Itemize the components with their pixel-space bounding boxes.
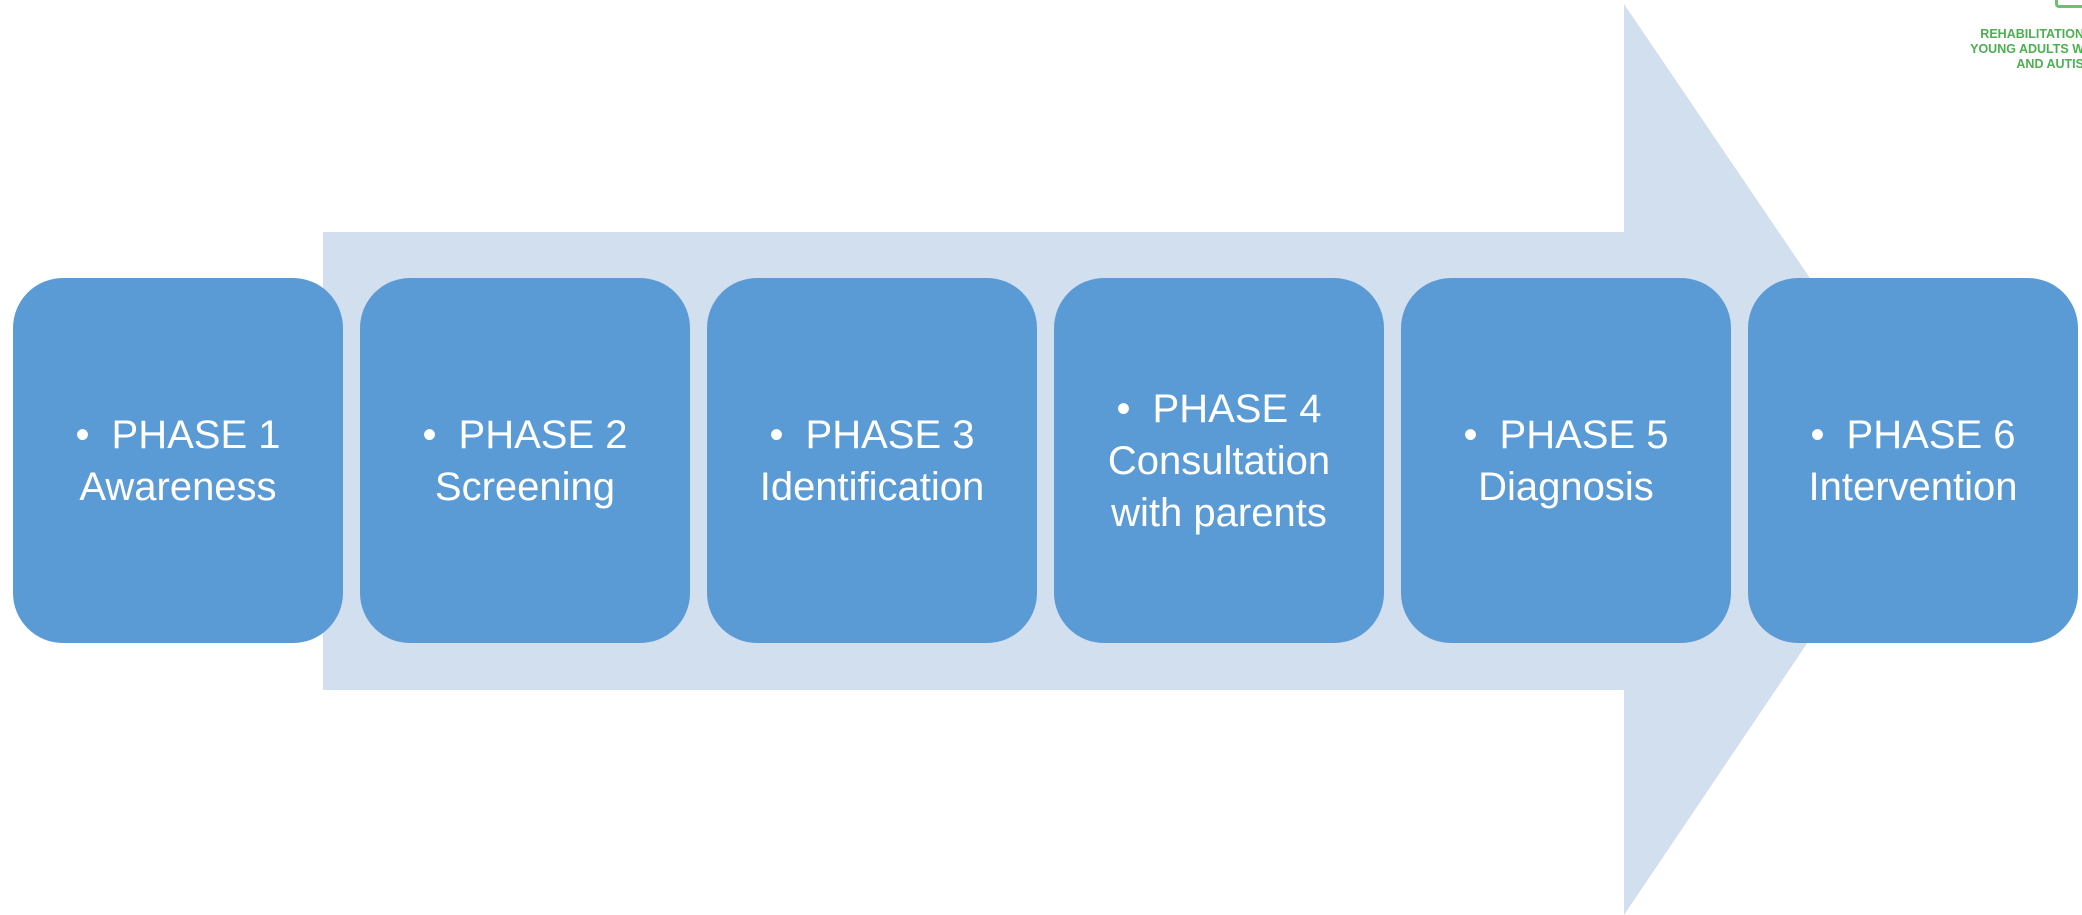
phase-title-line: • PHASE 1 bbox=[76, 409, 281, 461]
logo-line: REHABILITATION bbox=[1980, 27, 2082, 41]
phase-title: PHASE 3 bbox=[805, 412, 975, 457]
phase-title: PHASE 2 bbox=[458, 412, 628, 457]
phase-text: • PHASE 4 Consultation with parents bbox=[1108, 383, 1330, 539]
phase-title-line: • PHASE 5 bbox=[1464, 409, 1669, 461]
bullet-icon: • bbox=[1463, 412, 1478, 457]
phase-box: • PHASE 3 Identification bbox=[707, 278, 1037, 643]
phase-title: PHASE 6 bbox=[1846, 412, 2016, 457]
logo-line: YOUNG ADULTS W bbox=[1970, 42, 2082, 56]
bullet-icon: • bbox=[769, 412, 784, 457]
phase-label: with parents bbox=[1111, 490, 1327, 535]
phase-title-line: • PHASE 6 bbox=[1808, 409, 2017, 461]
logo-line: AND AUTIS bbox=[2016, 57, 2082, 71]
phase-label: Screening bbox=[434, 464, 616, 509]
phase-box: • PHASE 5 Diagnosis bbox=[1401, 278, 1731, 643]
phase-label: Intervention bbox=[1808, 464, 2018, 509]
phase-text: • PHASE 3 Identification bbox=[760, 409, 985, 513]
phase-title: PHASE 5 bbox=[1499, 412, 1669, 457]
phase-text: • PHASE 5 Diagnosis bbox=[1464, 409, 1669, 513]
phase-label: Identification bbox=[759, 464, 985, 509]
phase-label: Awareness bbox=[79, 464, 277, 509]
phase-title: PHASE 1 bbox=[111, 412, 281, 457]
phase-title-line: • PHASE 2 bbox=[423, 409, 628, 461]
phase-text: • PHASE 2 Screening bbox=[423, 409, 628, 513]
phase-title: PHASE 4 bbox=[1152, 386, 1322, 431]
phase-text: • PHASE 1 Awareness bbox=[76, 409, 281, 513]
organization-logo: REHABILITATION YOUNG ADULTS W AND AUTIS bbox=[1968, 0, 2082, 90]
phase-box: • PHASE 4 Consultation with parents bbox=[1054, 278, 1384, 643]
phase-label: Consultation bbox=[1107, 438, 1331, 483]
bullet-icon: • bbox=[75, 412, 90, 457]
bullet-icon: • bbox=[1116, 386, 1131, 431]
phase-title-line: • PHASE 4 bbox=[1108, 383, 1330, 435]
phase-box: • PHASE 2 Screening bbox=[360, 278, 690, 643]
logo-text: REHABILITATION YOUNG ADULTS W AND AUTIS bbox=[1970, 27, 2082, 72]
phase-box: • PHASE 1 Awareness bbox=[13, 278, 343, 643]
phase-box: • PHASE 6 Intervention bbox=[1748, 278, 2078, 643]
phase-text: • PHASE 6 Intervention bbox=[1808, 409, 2017, 513]
phase-title-line: • PHASE 3 bbox=[760, 409, 985, 461]
bullet-icon: • bbox=[1810, 412, 1825, 457]
bullet-icon: • bbox=[422, 412, 437, 457]
phase-label: Diagnosis bbox=[1478, 464, 1654, 509]
logo-emblem bbox=[2055, 0, 2082, 8]
